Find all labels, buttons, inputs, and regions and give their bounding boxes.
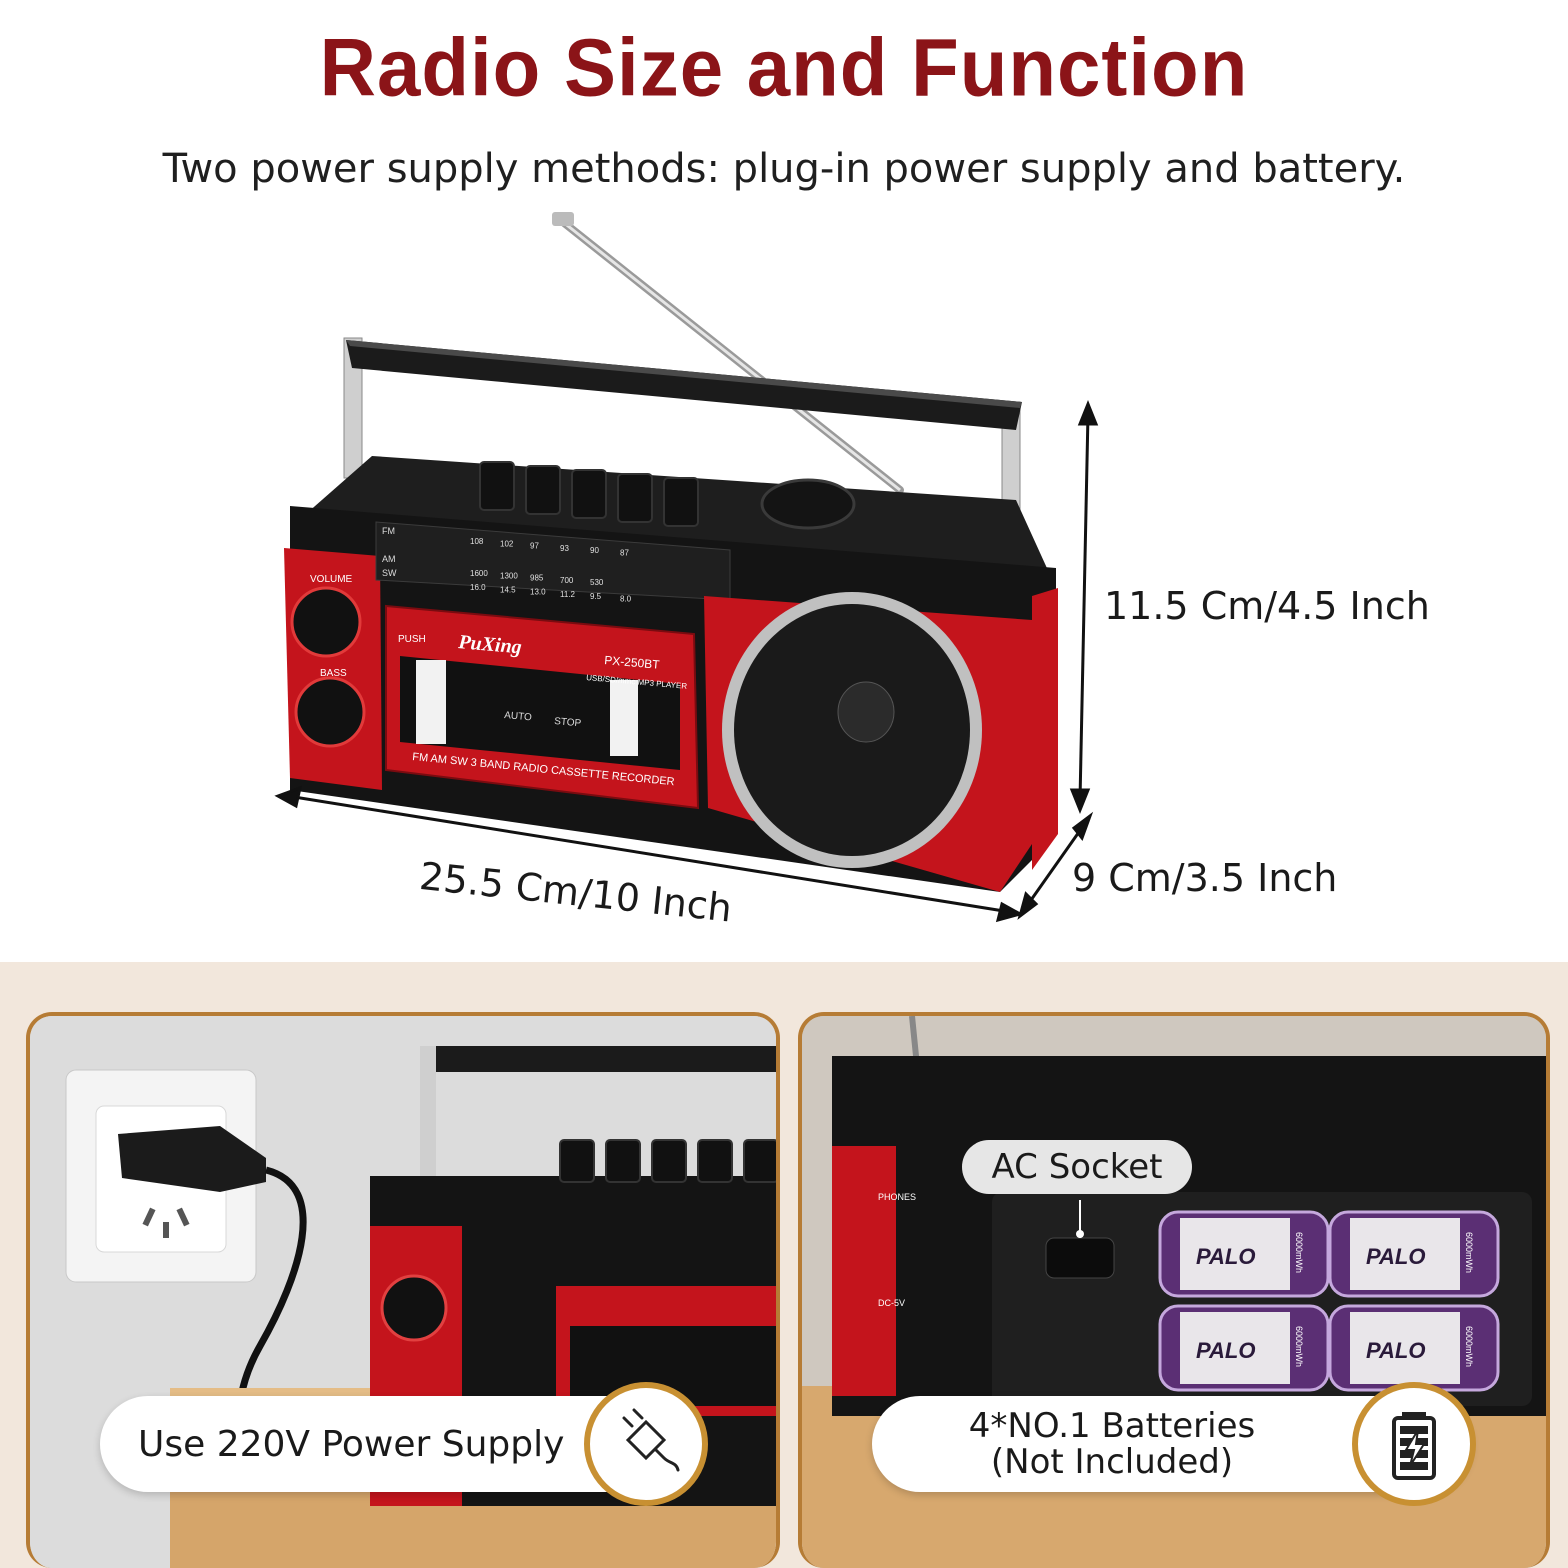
battery-brand-text: PALO <box>1196 1338 1255 1363</box>
cassette-keys <box>479 461 699 527</box>
plug-icon <box>584 1382 708 1506</box>
radio-handle-bar <box>420 1046 776 1072</box>
fm-scale-tick: 90 <box>590 546 599 555</box>
cassette-window-left <box>416 660 446 744</box>
depth-dimension-label: 9 Cm/3.5 Inch <box>1072 856 1338 900</box>
battery-capacity-text: 6000mWh <box>1294 1326 1304 1367</box>
power-plug <box>118 1126 266 1192</box>
bass-knob <box>294 676 366 748</box>
battery-label-line1: 4*NO.1 Batteries <box>968 1406 1256 1446</box>
battery-cell: PALO 6000mWh <box>1158 1304 1330 1392</box>
ac-socket-callout: AC Socket <box>962 1140 1192 1194</box>
fm-scale-tick: 108 <box>470 537 484 546</box>
am-scale-tick: 985 <box>530 574 544 583</box>
width-arrow <box>274 785 1024 923</box>
tuning-knob <box>760 478 856 530</box>
fm-scale-tick: 93 <box>560 544 569 553</box>
battery-brand-text: PALO <box>1196 1244 1255 1269</box>
sw-scale-tick: 13.0 <box>530 588 546 597</box>
sw-scale: 16.0 14.5 13.0 11.2 9.5 8.0 <box>470 583 632 604</box>
battery-capacity-text: 6000mWh <box>1464 1232 1474 1273</box>
page-title: Radio Size and Function <box>319 20 1249 114</box>
volume-knob <box>290 586 362 658</box>
sw-scale-tick: 14.5 <box>500 585 516 594</box>
page-subtitle: Two power supply methods: plug-in power … <box>162 146 1406 192</box>
am-scale-tick: 530 <box>590 578 604 587</box>
radio-side <box>1032 588 1058 870</box>
battery-brand-text: PALO <box>1366 1338 1425 1363</box>
push-label: PUSH <box>398 634 426 645</box>
sw-scale-tick: 8.0 <box>620 595 632 604</box>
am-scale-tick: 1300 <box>500 571 518 580</box>
fm-scale-tick: 87 <box>620 549 629 558</box>
auto-label: AUTO <box>504 710 533 723</box>
height-dimension-label: 11.5 Cm/4.5 Inch <box>1104 584 1430 628</box>
sw-scale-tick: 9.5 <box>590 592 602 601</box>
am-scale-tick: 1600 <box>470 569 488 578</box>
antenna <box>552 212 904 494</box>
phones-label: PHONES <box>878 1192 916 1202</box>
volume-label: VOLUME <box>310 574 353 585</box>
fm-scale-tick: 97 <box>530 542 539 551</box>
battery-label-line2: (Not Included) <box>990 1442 1234 1482</box>
bass-label: BASS <box>320 668 347 679</box>
volume-knob-close <box>380 1274 448 1342</box>
ac-socket <box>1045 1237 1115 1279</box>
battery-cell: PALO 6000mWh <box>1328 1210 1500 1298</box>
depth-arrow <box>1017 811 1094 920</box>
height-arrow <box>1069 399 1099 815</box>
cassette-window-right <box>610 680 638 756</box>
dc-label: DC-5V <box>878 1298 905 1308</box>
battery-capacity-text: 6000mWh <box>1294 1232 1304 1273</box>
stop-label: STOP <box>554 716 582 729</box>
power-supply-label: Use 220V Power Supply <box>138 1423 565 1465</box>
band-am: AM <box>382 554 396 564</box>
sw-scale-tick: 11.2 <box>560 590 576 599</box>
am-scale: 1600 1300 985 700 530 <box>470 569 604 587</box>
battery-cell: PALO 6000mWh <box>1328 1304 1500 1392</box>
battery-capacity-text: 6000mWh <box>1464 1326 1474 1367</box>
fm-scale-tick: 102 <box>500 539 514 548</box>
band-fm: FM <box>382 526 395 536</box>
battery-cell: PALO 6000mWh <box>1158 1210 1330 1298</box>
radio-product-illustration: VOLUME BASS FM AM SW 108 102 97 93 90 87 1600… <box>274 212 1099 923</box>
speaker-center <box>837 681 895 743</box>
fm-scale: 108 102 97 93 90 87 <box>470 537 629 558</box>
battery-icon <box>1352 1382 1476 1506</box>
battery-brand-text: PALO <box>1366 1244 1425 1269</box>
am-scale-tick: 700 <box>560 576 574 585</box>
model-number: PX-250BT <box>604 653 661 672</box>
sw-scale-tick: 16.0 <box>470 583 486 592</box>
band-sw: SW <box>382 568 397 578</box>
